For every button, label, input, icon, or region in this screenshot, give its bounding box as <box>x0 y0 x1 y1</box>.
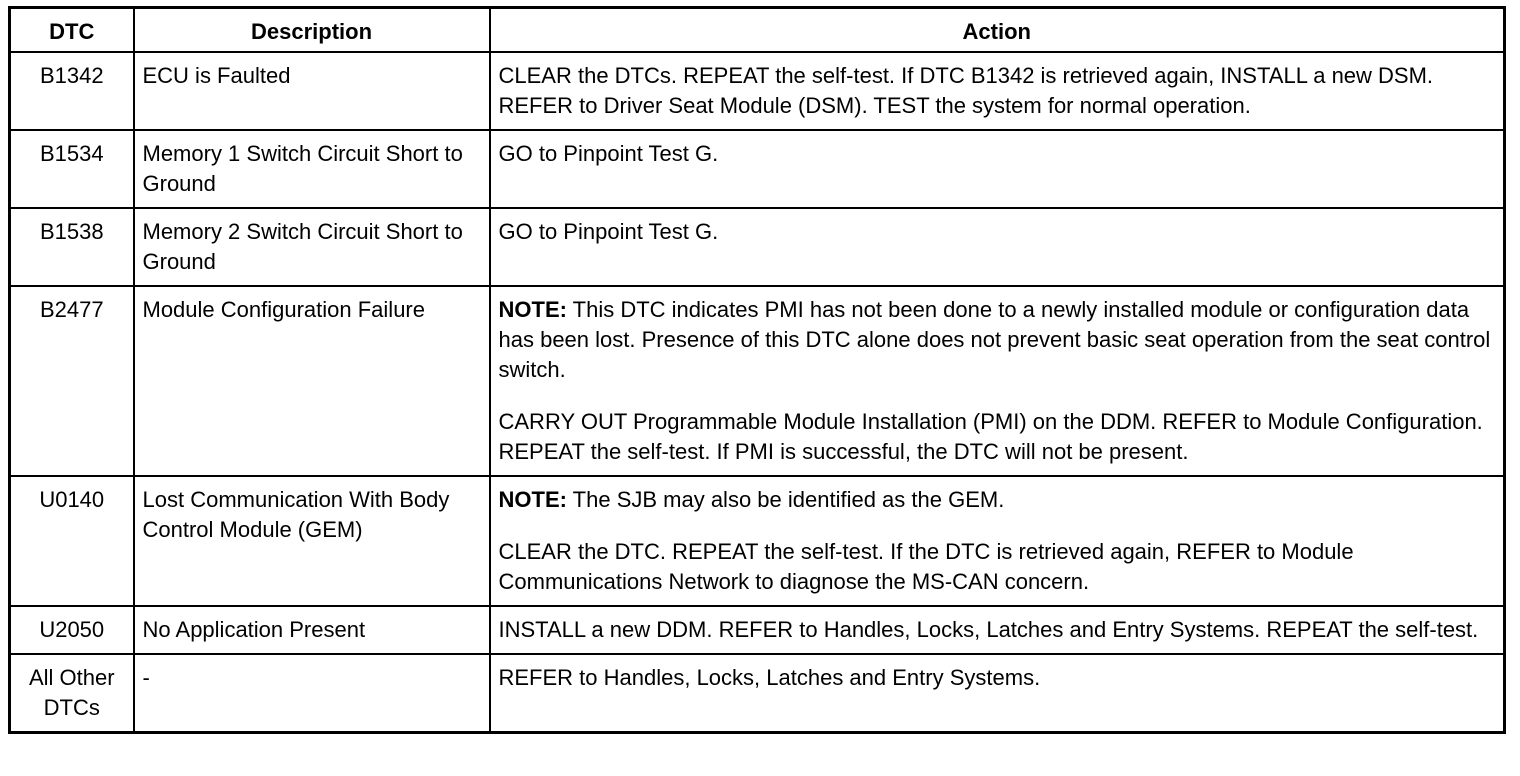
action-text: GO to Pinpoint Test G. <box>498 141 719 166</box>
cell-description: - <box>132 653 491 734</box>
cell-action: GO to Pinpoint Test G. <box>488 207 1506 287</box>
cell-description: Memory 1 Switch Circuit Short to Ground <box>132 129 491 209</box>
action-text: This DTC indicates PMI has not been done… <box>498 297 1491 382</box>
header-description: Description <box>132 6 491 53</box>
action-paragraph: NOTE: The SJB may also be identified as … <box>499 485 1496 515</box>
action-text: INSTALL a new DDM. REFER to Handles, Loc… <box>498 617 1479 642</box>
header-dtc: DTC <box>8 6 135 53</box>
action-paragraph: INSTALL a new DDM. REFER to Handles, Loc… <box>499 615 1496 645</box>
cell-dtc-code: U0140 <box>8 475 135 607</box>
cell-action: NOTE: This DTC indicates PMI has not bee… <box>488 285 1506 477</box>
cell-action: CLEAR the DTCs. REPEAT the self-test. If… <box>488 51 1506 131</box>
header-action: Action <box>488 6 1506 53</box>
action-paragraph: GO to Pinpoint Test G. <box>499 139 1496 169</box>
action-paragraph: CLEAR the DTC. REPEAT the self-test. If … <box>499 537 1496 597</box>
action-paragraph: GO to Pinpoint Test G. <box>499 217 1496 247</box>
table-row: All Other DTCs-REFER to Handles, Locks, … <box>8 653 1506 734</box>
cell-description: Memory 2 Switch Circuit Short to Ground <box>132 207 491 287</box>
cell-dtc-code: B2477 <box>8 285 135 477</box>
cell-description: Module Configuration Failure <box>132 285 491 477</box>
cell-description: ECU is Faulted <box>132 51 491 131</box>
cell-action: NOTE: The SJB may also be identified as … <box>488 475 1506 607</box>
cell-dtc-code: U2050 <box>8 605 135 655</box>
cell-dtc-code: B1538 <box>8 207 135 287</box>
action-text: GO to Pinpoint Test G. <box>498 219 719 244</box>
action-text: CLEAR the DTC. REPEAT the self-test. If … <box>498 539 1354 594</box>
action-paragraph: NOTE: This DTC indicates PMI has not bee… <box>499 295 1496 385</box>
action-text: The SJB may also be identified as the GE… <box>566 487 1005 512</box>
cell-dtc-code: B1342 <box>8 51 135 131</box>
action-text: REFER to Handles, Locks, Latches and Ent… <box>498 665 1041 690</box>
note-label: NOTE: <box>498 297 567 322</box>
action-text: CLEAR the DTCs. REPEAT the self-test. If… <box>498 63 1434 118</box>
cell-action: GO to Pinpoint Test G. <box>488 129 1506 209</box>
cell-action: REFER to Handles, Locks, Latches and Ent… <box>488 653 1506 734</box>
cell-dtc-code: B1534 <box>8 129 135 209</box>
table-header-row: DTC Description Action <box>8 6 1506 53</box>
cell-description: Lost Communication With Body Control Mod… <box>132 475 491 607</box>
action-paragraph: CARRY OUT Programmable Module Installati… <box>499 407 1496 467</box>
cell-action: INSTALL a new DDM. REFER to Handles, Loc… <box>488 605 1506 655</box>
action-text: CARRY OUT Programmable Module Installati… <box>498 409 1483 464</box>
note-label: NOTE: <box>498 487 567 512</box>
cell-dtc-code: All Other DTCs <box>8 653 135 734</box>
action-paragraph: CLEAR the DTCs. REPEAT the self-test. If… <box>499 61 1496 121</box>
cell-description: No Application Present <box>132 605 491 655</box>
action-paragraph: REFER to Handles, Locks, Latches and Ent… <box>499 663 1496 693</box>
